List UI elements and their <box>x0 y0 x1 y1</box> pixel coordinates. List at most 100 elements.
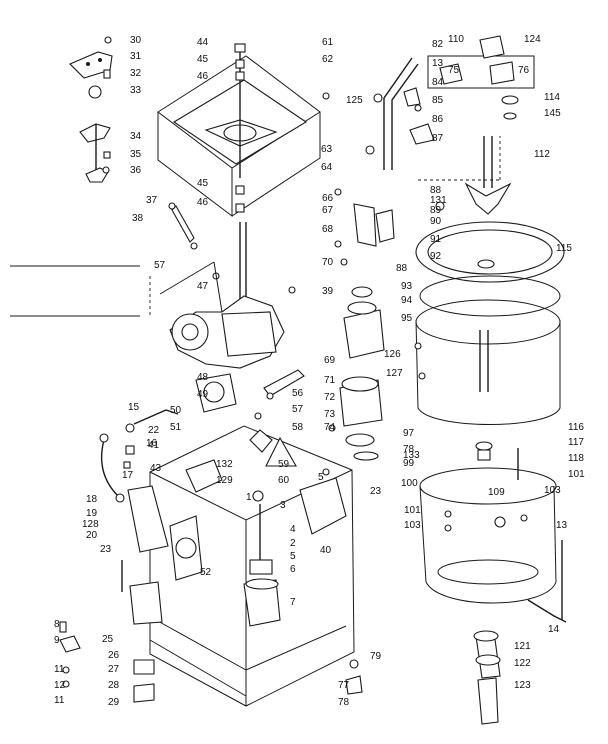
callout-68: 68 <box>322 224 334 235</box>
callout-67: 67 <box>322 205 334 216</box>
callout-127: 127 <box>386 368 403 379</box>
callout-95: 95 <box>401 313 413 324</box>
callout-74: 74 <box>324 422 336 433</box>
callout-133: 133 <box>403 450 420 461</box>
callout-37: 37 <box>146 195 158 206</box>
callout-11b: 11 <box>54 695 65 706</box>
callout-4: 4 <box>290 524 296 535</box>
callout-56: 56 <box>292 388 304 399</box>
callout-73: 73 <box>324 409 336 420</box>
callout-59: 59 <box>278 459 290 470</box>
callout-13b: 13 <box>556 520 568 531</box>
callout-44: 44 <box>197 37 209 48</box>
agitator-plate-assembly <box>157 43 330 218</box>
callout-76: 76 <box>518 65 530 76</box>
callout-79: 79 <box>370 651 382 662</box>
callout-8: 8 <box>54 619 60 630</box>
callout-48: 48 <box>197 372 209 383</box>
callout-94: 94 <box>401 295 413 306</box>
callout-89: 89 <box>430 205 442 216</box>
callout-99: 99 <box>403 458 415 469</box>
callout-63: 63 <box>321 144 333 155</box>
callout-78b: 78 <box>403 444 415 455</box>
callout-101b: 101 <box>404 505 421 516</box>
fill-hose <box>99 409 179 503</box>
callout-41: 41 <box>148 440 160 451</box>
callout-121: 121 <box>514 641 531 652</box>
transmission-gearcase <box>159 222 305 420</box>
callout-125: 125 <box>346 95 363 106</box>
callout-82: 82 <box>432 39 444 50</box>
callout-43: 43 <box>150 463 162 474</box>
washer-cabinet <box>59 425 363 707</box>
callout-145: 145 <box>544 108 561 119</box>
callout-17: 17 <box>122 470 134 481</box>
hinge-bracket-part <box>69 36 113 99</box>
callout-116: 116 <box>568 422 584 433</box>
callout-57b: 57 <box>292 404 304 415</box>
callout-115: 115 <box>556 243 572 254</box>
callout-6: 6 <box>290 564 296 575</box>
callout-5b: 5 <box>290 551 296 562</box>
callout-131: 131 <box>430 195 447 206</box>
callout-61: 61 <box>322 37 334 48</box>
callout-52: 52 <box>200 567 212 578</box>
callout-64: 64 <box>321 162 333 173</box>
callout-23a: 23 <box>370 486 382 497</box>
callout-114: 114 <box>544 92 560 103</box>
callout-11a: 11 <box>54 664 65 675</box>
callout-58: 58 <box>292 422 304 433</box>
callout-49: 49 <box>197 389 209 400</box>
callout-86: 86 <box>432 114 444 125</box>
leader-lines <box>10 136 501 317</box>
callout-39: 39 <box>322 286 334 297</box>
callout-27: 27 <box>108 664 120 675</box>
callout-75: 75 <box>448 65 460 76</box>
drain-hose-and-knobs <box>373 35 535 211</box>
callout-71: 71 <box>324 375 336 386</box>
callout-93: 93 <box>401 281 413 292</box>
callout-103b: 103 <box>404 520 421 531</box>
callout-110: 110 <box>448 34 464 45</box>
callout-124: 124 <box>524 34 541 45</box>
callout-26: 26 <box>108 650 120 661</box>
callout-92: 92 <box>430 251 442 262</box>
callout-132: 132 <box>216 459 233 470</box>
callout-28: 28 <box>108 680 120 691</box>
callout-40: 40 <box>320 545 332 556</box>
lid-hinge-rod-part <box>168 202 198 250</box>
callout-117: 117 <box>568 437 584 448</box>
callout-69: 69 <box>324 355 336 366</box>
callout-70: 70 <box>322 257 334 268</box>
callout-88a: 88 <box>430 185 442 196</box>
callout-35: 35 <box>130 149 142 160</box>
callout-77: 77 <box>338 680 350 691</box>
callout-100: 100 <box>401 478 418 489</box>
callout-3: 3 <box>280 500 286 511</box>
callout-22: 22 <box>148 425 160 436</box>
spin-basket-and-tub <box>414 136 567 725</box>
callout-112: 112 <box>534 149 550 160</box>
callout-20: 20 <box>86 530 98 541</box>
callout-72: 72 <box>324 392 336 403</box>
callout-45b: 45 <box>197 178 209 189</box>
callout-46a: 46 <box>197 71 209 82</box>
callout-29: 29 <box>108 697 120 708</box>
callout-13a: 13 <box>432 58 444 69</box>
callout-87: 87 <box>432 133 444 144</box>
callout-19: 19 <box>86 508 98 519</box>
callout-46b: 46 <box>197 197 209 208</box>
callout-5a: 5 <box>318 472 324 483</box>
callout-126: 126 <box>384 349 401 360</box>
callout-34: 34 <box>130 131 142 142</box>
callout-57a: 57 <box>154 260 166 271</box>
callout-128: 128 <box>82 519 99 530</box>
callout-85: 85 <box>432 95 444 106</box>
callout-129: 129 <box>216 475 233 486</box>
callout-97: 97 <box>403 428 415 439</box>
callout-32: 32 <box>130 68 142 79</box>
callout-12: 12 <box>54 680 66 691</box>
